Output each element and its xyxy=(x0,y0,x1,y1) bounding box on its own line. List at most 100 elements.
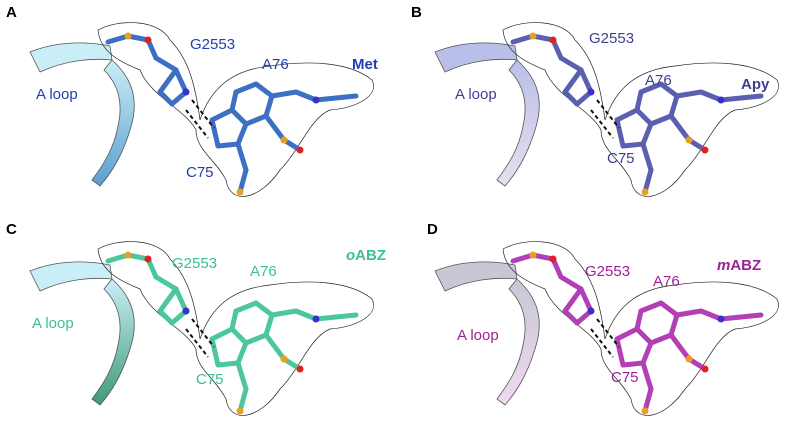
bond-stick xyxy=(229,326,249,346)
bond-stick xyxy=(658,300,680,318)
bond-stick xyxy=(243,113,269,127)
bond-stick xyxy=(173,286,189,314)
bond-stick xyxy=(263,332,287,362)
h-bond-dashes xyxy=(590,99,620,139)
a-loop-label: A loop xyxy=(455,86,497,103)
panel-c-structure xyxy=(29,241,374,416)
atom xyxy=(701,365,709,373)
bond-stick xyxy=(237,167,249,195)
ribbon-top xyxy=(434,42,518,73)
bond-stick xyxy=(157,67,179,95)
bond-stick xyxy=(229,107,249,127)
bond-stick xyxy=(640,121,654,147)
bond-stick xyxy=(658,81,680,99)
ligand-name: ABZ xyxy=(355,247,386,264)
atom xyxy=(529,32,537,40)
panel-letter: A xyxy=(6,4,17,21)
h-bond-dashes xyxy=(185,318,215,358)
a76-label: A76 xyxy=(262,56,289,73)
a-loop-label: A loop xyxy=(36,86,78,103)
atom xyxy=(717,315,725,323)
bond-stick xyxy=(614,107,640,123)
bond-stick xyxy=(157,89,175,107)
density-mesh xyxy=(97,22,374,197)
atom xyxy=(549,255,557,263)
a76-label: A76 xyxy=(653,273,680,290)
panel-letter: B xyxy=(411,4,422,21)
ligand-name: Apy xyxy=(741,76,770,93)
bond-stick xyxy=(634,107,654,127)
bond-stick xyxy=(698,308,724,322)
bond-stick xyxy=(215,360,241,368)
atom xyxy=(641,188,649,196)
atom xyxy=(717,96,725,104)
bond-stick xyxy=(648,332,674,346)
bond-stick xyxy=(235,360,249,392)
bond-stick xyxy=(562,89,580,107)
panel-a: A A loop G2553 A76 C75 Met xyxy=(0,0,405,219)
bond-stick xyxy=(333,93,359,101)
bond-stick xyxy=(634,326,654,346)
bond-stick xyxy=(209,336,221,368)
bond-stick xyxy=(640,340,654,366)
bond-stick xyxy=(209,107,235,123)
bond-stick xyxy=(263,93,275,119)
atom xyxy=(182,307,190,315)
atom xyxy=(144,36,152,44)
ribbon-top xyxy=(29,261,113,292)
atom xyxy=(312,96,320,104)
atom xyxy=(587,88,595,96)
panel-d: D A loop G2553 A76 C75 mABZ xyxy=(405,219,810,438)
panel-b: B A loop G2553 A76 C75 Apy xyxy=(405,0,810,219)
ribbon-loop xyxy=(496,278,540,406)
bond-stick xyxy=(642,167,654,195)
bond-stick xyxy=(674,308,704,318)
ribbon-loop xyxy=(496,59,540,187)
bond-stick xyxy=(269,308,299,318)
bond-stick xyxy=(578,286,594,314)
panel-d-structure xyxy=(434,241,779,416)
bond-stick xyxy=(668,312,680,338)
bond-stick xyxy=(235,141,249,173)
bond-stick xyxy=(562,308,580,326)
bond-stick xyxy=(668,332,692,362)
bond-stick xyxy=(229,89,239,113)
g2553-label: G2553 xyxy=(172,255,218,272)
ligand-label: Met xyxy=(352,56,378,73)
panel-a-structure xyxy=(29,22,374,197)
a-loop-label: A loop xyxy=(457,327,499,344)
bond-stick xyxy=(562,67,584,95)
bond-stick xyxy=(233,300,259,314)
c75-label: C75 xyxy=(186,164,214,181)
bond-stick xyxy=(668,93,680,119)
ligand-label: mABZ xyxy=(717,257,761,274)
bond-stick xyxy=(614,326,640,342)
g2553-label: G2553 xyxy=(589,30,635,47)
atom xyxy=(296,365,304,373)
bond-stick xyxy=(157,308,175,326)
atom xyxy=(236,407,244,415)
atom xyxy=(124,251,132,259)
bond-stick xyxy=(235,340,249,366)
bond-stick xyxy=(558,274,584,292)
g2553-label: G2553 xyxy=(585,263,631,280)
atom xyxy=(701,146,709,154)
density-mesh xyxy=(502,241,779,416)
a76-label: A76 xyxy=(645,72,672,89)
bond-stick xyxy=(620,360,646,368)
bond-stick xyxy=(614,117,626,149)
bond-stick xyxy=(614,336,626,368)
ligand-label: Apy xyxy=(741,76,769,93)
bond-stick xyxy=(648,113,674,127)
a76-label: A76 xyxy=(250,263,277,280)
c75-label: C75 xyxy=(196,371,224,388)
atom xyxy=(587,307,595,315)
bond-stick xyxy=(620,141,646,149)
bond-stick xyxy=(562,286,584,314)
atom xyxy=(641,407,649,415)
bond-stick xyxy=(642,386,654,414)
atom xyxy=(280,355,288,363)
atom xyxy=(529,251,537,259)
ribbon-loop xyxy=(91,278,135,406)
atom xyxy=(312,315,320,323)
